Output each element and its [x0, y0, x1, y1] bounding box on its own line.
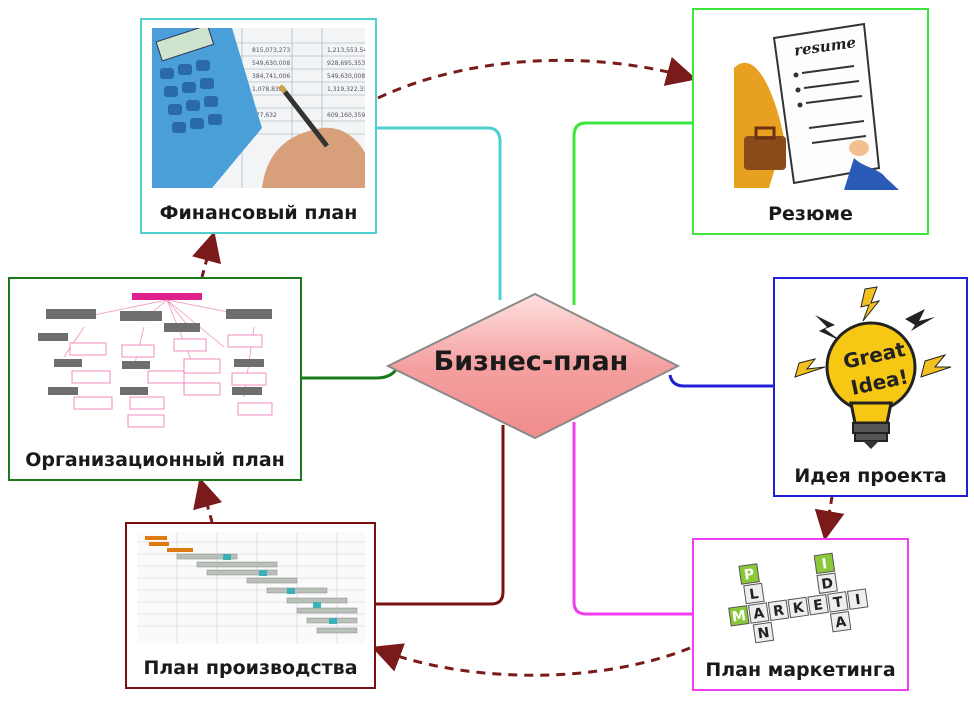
tile-a2: A [834, 614, 847, 631]
svg-text:1,319,322,332: 1,319,322,332 [327, 86, 365, 93]
tile-t: T [832, 594, 844, 611]
svg-text:1,078,838: 1,078,838 [252, 86, 283, 93]
lightbulb-icon: Great Idea! [785, 285, 957, 453]
svg-text:549,630,008: 549,630,008 [252, 60, 290, 67]
connector-resume [572, 121, 692, 305]
tile-m: M [731, 608, 747, 626]
tile-l: L [749, 586, 760, 603]
svg-text:677,632: 677,632 [252, 112, 277, 119]
node-marketing: P L N M A R K E T I I D A План маркетинг… [692, 538, 909, 691]
financial-calculator-image: 815,073,273 1,213,553,540 549,630,008 928,… [152, 28, 365, 188]
tile-p: P [743, 566, 755, 583]
node-organization: Организационный план [8, 277, 302, 481]
org-chart-image [24, 287, 286, 432]
svg-text:1,213,553,540: 1,213,553,540 [327, 47, 365, 54]
connector-production [376, 425, 505, 606]
node-production-label: План производства [143, 657, 358, 679]
svg-text:549,630,008: 549,630,008 [327, 73, 365, 80]
flow-arrow-idea-to-marketing [814, 496, 845, 541]
svg-text:928,695,353: 928,695,353 [327, 60, 365, 67]
node-financial-label: Финансовый план [159, 202, 358, 224]
flow-arrow-production-to-organization [193, 477, 223, 523]
connector-financial [375, 126, 502, 300]
connector-marketing [572, 422, 692, 616]
connector-idea [668, 374, 773, 388]
resume-person-image: resume [714, 18, 904, 190]
tile-i: I [854, 592, 861, 609]
svg-text:609,160,359: 609,160,359 [327, 112, 365, 119]
node-production: План производства [125, 522, 376, 689]
node-idea-label: Идея проекта [794, 465, 947, 487]
node-organization-label: Организационный план [25, 449, 285, 471]
tile-e: E [812, 597, 824, 614]
tile-k: K [792, 600, 806, 618]
tile-r: R [772, 603, 785, 620]
node-financial-plan: 815,073,273 1,213,553,540 549,630,008 928,… [140, 18, 377, 234]
svg-text:815,073,273: 815,073,273 [252, 47, 290, 54]
marketing-tiles-image: P L N M A R K E T I I D A [716, 546, 886, 650]
center-diamond [385, 292, 681, 440]
tile-a: A [752, 605, 765, 622]
node-resume: resume Резюме [692, 8, 929, 235]
flow-arrow-organization-to-financial [192, 231, 222, 278]
connector-organization [302, 365, 400, 380]
tile-i2: I [821, 556, 828, 573]
gantt-chart-image [137, 532, 365, 644]
tile-n: N [757, 625, 771, 642]
center-label: Бизнес-план [433, 346, 629, 377]
node-marketing-label: План маркетинга [705, 659, 896, 681]
flow-arrow-marketing-to-production [371, 643, 691, 677]
tile-d: D [820, 575, 834, 592]
svg-text:384,741,006: 384,741,006 [252, 73, 290, 80]
node-idea: Great Idea! Идея проекта [773, 277, 968, 497]
flow-arrow-financial-to-resume [377, 56, 697, 100]
node-resume-label: Резюме [768, 203, 853, 225]
